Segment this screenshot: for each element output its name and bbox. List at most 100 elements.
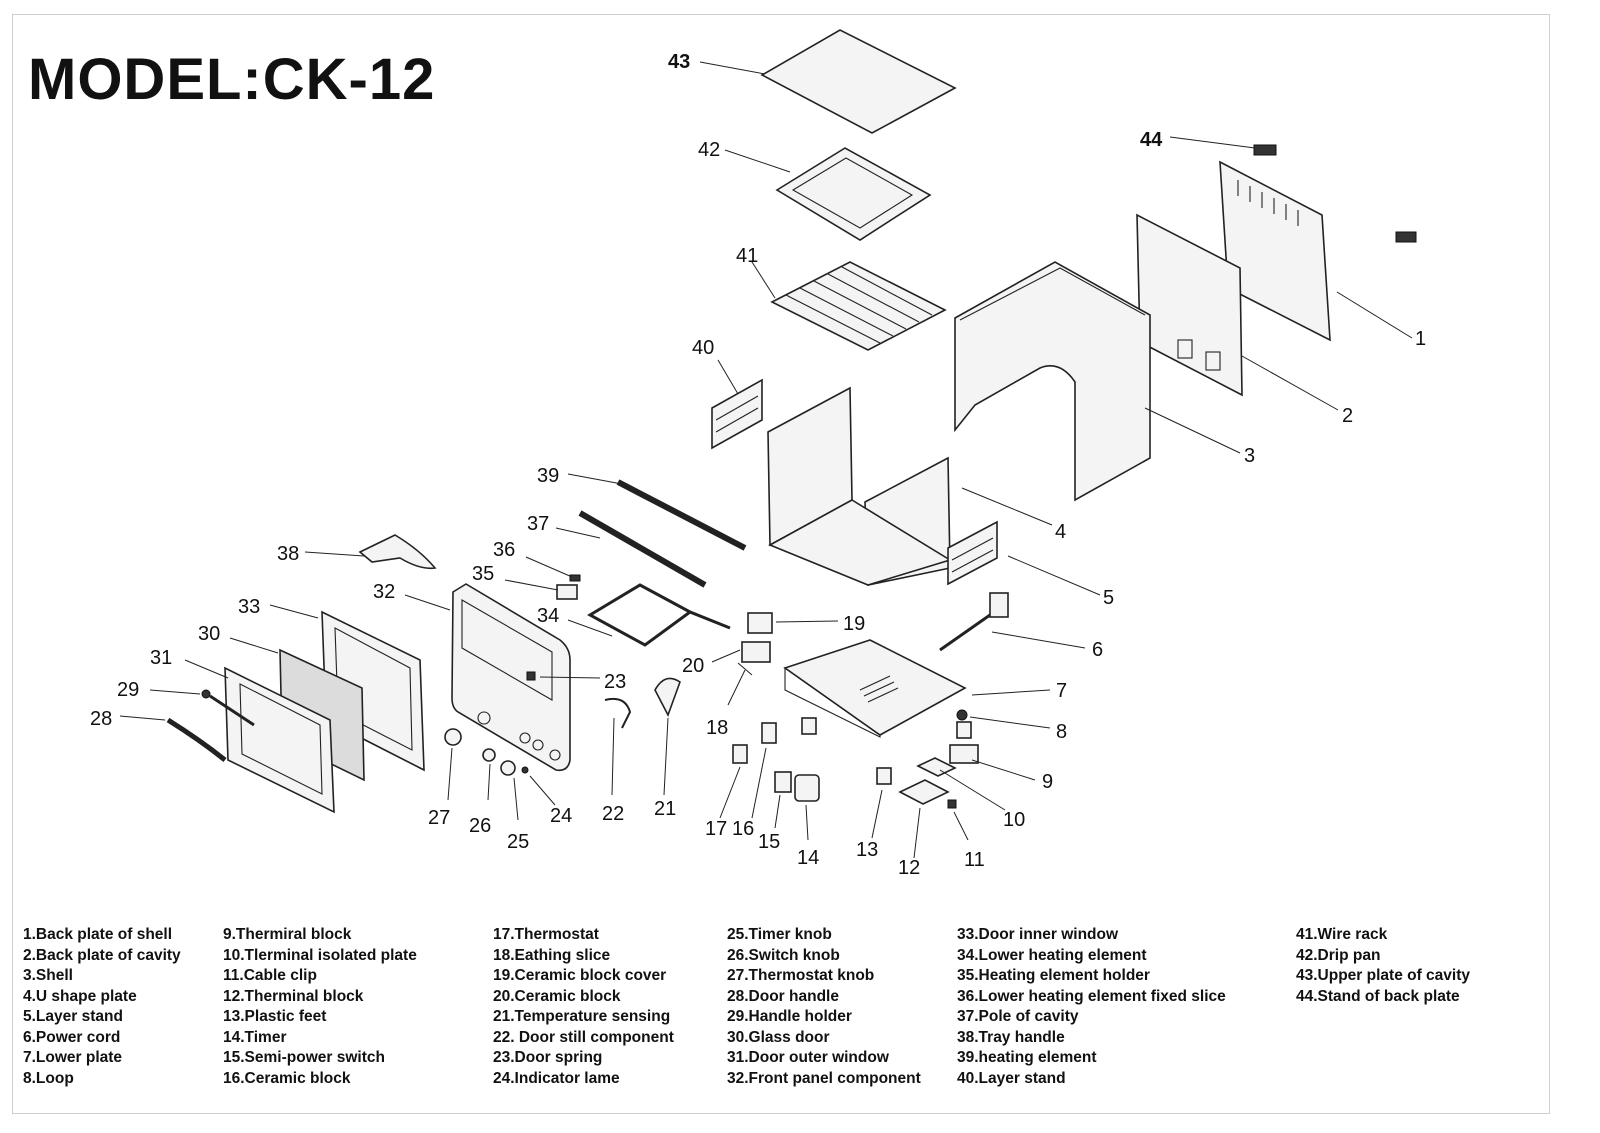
part-3-shell bbox=[954, 261, 1241, 502]
legend-item: 41.Wire rack bbox=[1296, 926, 1388, 943]
legend-item: 17.Thermostat bbox=[493, 926, 599, 943]
legend-item: 31.Door outer window bbox=[727, 1049, 889, 1066]
legend-item: 36.Lower heating element fixed slice bbox=[957, 987, 1226, 1005]
callout-11: 11 bbox=[964, 849, 985, 871]
part-6-power-cord bbox=[939, 592, 1086, 652]
legend-item: 3.Shell bbox=[23, 967, 73, 984]
legend-item: 30.Glass door bbox=[727, 1028, 830, 1046]
legend-item: 32.Front panel component bbox=[727, 1069, 921, 1087]
callout-25: 25 bbox=[507, 831, 529, 853]
part-25-timer-knob bbox=[500, 760, 519, 821]
callout-41: 41 bbox=[736, 245, 758, 267]
callout-44: 44 bbox=[1140, 129, 1163, 151]
callout-19: 19 bbox=[843, 613, 865, 635]
legend-item: 33.Door inner window bbox=[957, 926, 1119, 943]
part-41-wire-rack bbox=[751, 261, 947, 351]
part-17-thermostat bbox=[719, 744, 748, 819]
part-1-back-plate-shell bbox=[1219, 160, 1413, 342]
legend-item: 11.Cable clip bbox=[223, 967, 317, 984]
part-44-back-plate-stand bbox=[1169, 136, 1417, 243]
legend-item: 42.Drip pan bbox=[1296, 946, 1381, 964]
part-14-timer bbox=[794, 774, 820, 841]
callout-18: 18 bbox=[706, 717, 728, 739]
callout-17: 17 bbox=[705, 818, 727, 840]
part-24-indicator-lamp bbox=[521, 766, 556, 806]
legend-item: 5.Layer stand bbox=[23, 1008, 123, 1025]
callout-12: 12 bbox=[898, 857, 920, 879]
part-9-thermiral-block bbox=[949, 744, 1036, 781]
part-2-back-plate-cavity bbox=[1136, 213, 1339, 411]
part-22-door-still bbox=[604, 697, 632, 796]
part-43-upper-plate bbox=[699, 29, 957, 134]
legend-item: 8.Loop bbox=[23, 1069, 74, 1087]
part-35-element-holder bbox=[504, 579, 578, 600]
legend-item: 37.Pole of cavity bbox=[957, 1008, 1079, 1025]
legend-item: 14.Timer bbox=[223, 1028, 287, 1046]
callout-5: 5 bbox=[1103, 587, 1114, 609]
legend-item: 4.U shape plate bbox=[23, 987, 137, 1005]
part-21-temperature-sensing bbox=[654, 677, 681, 796]
legend-item: 20.Ceramic block bbox=[493, 987, 621, 1005]
legend-column-2: 9.Thermiral block 10.Tlerminal isolated … bbox=[223, 925, 417, 1089]
diagram-frame bbox=[12, 14, 1550, 1114]
legend-item: 6.Power cord bbox=[23, 1028, 121, 1046]
part-34-lower-heating-element bbox=[567, 583, 731, 647]
callout-23: 23 bbox=[604, 671, 626, 693]
model-title: MODEL:CK-12 bbox=[28, 47, 436, 112]
part-16-ceramic-block bbox=[751, 722, 777, 819]
legend-column-6: 41.Wire rack 42.Drip pan 43.Upper plate … bbox=[1296, 925, 1470, 1007]
part-39-heating-element bbox=[567, 473, 747, 551]
callout-22: 22 bbox=[602, 803, 624, 825]
legend-item: 26.Switch knob bbox=[727, 946, 840, 964]
legend-item: 19.Ceramic block cover bbox=[493, 967, 667, 984]
callout-30: 30 bbox=[198, 623, 220, 645]
part-5-layer-stand bbox=[947, 520, 1101, 596]
callout-27: 27 bbox=[428, 807, 450, 829]
callout-32: 32 bbox=[373, 581, 395, 603]
callout-29: 29 bbox=[117, 679, 139, 701]
part-13-plastic-feet bbox=[801, 717, 972, 839]
part-8-loop bbox=[956, 709, 1051, 729]
callout-36: 36 bbox=[493, 539, 515, 561]
legend-column-1: 1.Back plate of shell 2.Back plate of ca… bbox=[23, 925, 181, 1089]
callout-33: 33 bbox=[238, 596, 260, 618]
legend-item: 29.Handle holder bbox=[727, 1008, 852, 1025]
part-32-front-panel bbox=[404, 583, 571, 772]
exploded-view-drawing: 1 2 3 4 5 6 7 8 9 10 11 12 13 14 15 16 1… bbox=[90, 29, 1426, 879]
callout-14: 14 bbox=[797, 847, 819, 869]
legend-item: 40.Layer stand bbox=[957, 1069, 1066, 1087]
legend-item: 21.Temperature sensing bbox=[493, 1008, 671, 1025]
legend-item: 34.Lower heating element bbox=[957, 946, 1147, 964]
callout-39: 39 bbox=[537, 465, 559, 487]
callout-13: 13 bbox=[856, 839, 878, 861]
legend-item: 9.Thermiral block bbox=[223, 926, 352, 943]
legend-item: 1.Back plate of shell bbox=[23, 926, 173, 943]
legend-item: 27.Thermostat knob bbox=[727, 967, 875, 984]
part-23-door-spring bbox=[526, 671, 601, 681]
callout-2: 2 bbox=[1342, 405, 1353, 427]
legend-item: 25.Timer knob bbox=[727, 926, 832, 943]
part-20-ceramic-block bbox=[711, 641, 771, 663]
legend-item: 2.Back plate of cavity bbox=[23, 946, 181, 964]
part-31-door-outer-window bbox=[184, 659, 335, 814]
callout-34: 34 bbox=[537, 605, 559, 627]
legend-item: 38.Tray handle bbox=[957, 1028, 1065, 1046]
part-15-semi-power-switch bbox=[774, 771, 792, 829]
legend-item: 43.Upper plate of cavity bbox=[1296, 967, 1471, 984]
callout-28: 28 bbox=[90, 708, 112, 730]
callout-26: 26 bbox=[469, 815, 491, 837]
legend-item: 44.Stand of back plate bbox=[1296, 987, 1460, 1005]
legend-item: 28.Door handle bbox=[727, 987, 839, 1005]
legend-item: 12.Therminal block bbox=[223, 987, 364, 1005]
part-38-tray-handle bbox=[304, 534, 437, 570]
callout-38: 38 bbox=[277, 543, 299, 565]
legend-item: 10.Tlerminal isolated plate bbox=[223, 946, 417, 964]
part-26-switch-knob bbox=[482, 748, 496, 801]
callout-9: 9 bbox=[1042, 771, 1053, 793]
part-28-door-handle bbox=[119, 715, 227, 762]
part-11-cable-clip bbox=[947, 799, 969, 841]
legend-item: 22. Door still component bbox=[493, 1028, 674, 1046]
part-29-handle-holder bbox=[149, 689, 255, 727]
legend-item: 13.Plastic feet bbox=[223, 1008, 327, 1025]
callout-4: 4 bbox=[1055, 521, 1066, 543]
